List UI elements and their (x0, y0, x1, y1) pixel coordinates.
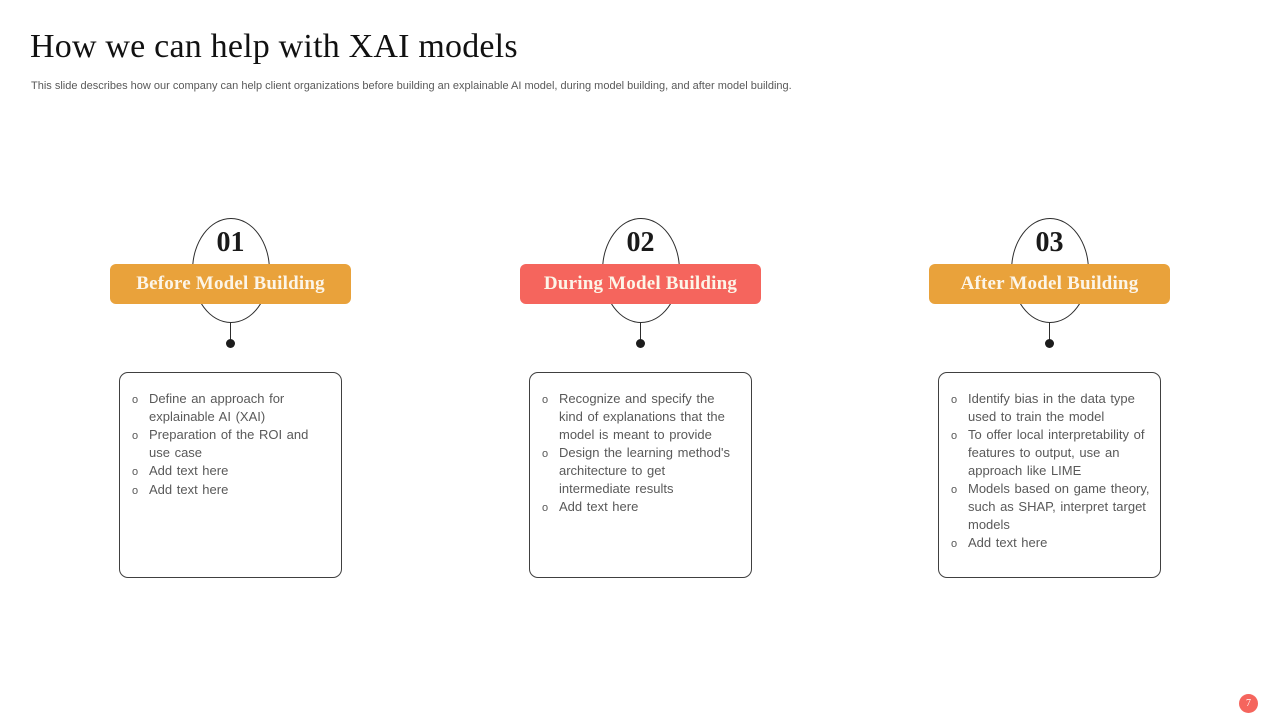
bullet-marker: o (542, 448, 549, 460)
step-number: 01 (216, 227, 245, 258)
bullet-marker: o (951, 394, 958, 406)
bullet-text: Identify bias in the data type used to t… (968, 391, 1135, 424)
bullet-marker: o (951, 430, 958, 442)
content-box: o Identify bias in the data type used to … (938, 372, 1161, 578)
process-column: 02 During Model Building o Recognize and … (520, 205, 761, 585)
bullet-marker: o (542, 502, 549, 514)
connector-line (1048, 322, 1051, 345)
bullet-text: Models based on game theory, such as SHA… (968, 481, 1150, 532)
process-column: 03 After Model Building o Identify bias i… (929, 205, 1170, 585)
bullet-item: o To offer local interpretability of feat… (951, 426, 1150, 480)
bullet-item: o Preparation of the ROI and use case (132, 426, 331, 462)
bullet-text: Define an approach for explainable AI (X… (149, 391, 285, 424)
bullet-list: o Identify bias in the data type used to … (951, 390, 1150, 553)
bullet-marker: o (132, 430, 139, 442)
bullet-marker: o (542, 394, 549, 406)
process-column: 01 Before Model Building o Define an appr… (110, 205, 351, 585)
bullet-text: Preparation of the ROI and use case (149, 427, 309, 460)
bullet-marker: o (951, 484, 958, 496)
bullet-item: o Identify bias in the data type used to … (951, 390, 1150, 426)
connector-dot (1045, 339, 1054, 348)
bullet-marker: o (132, 394, 139, 406)
bullet-marker: o (132, 466, 139, 478)
step-banner: After Model Building (929, 264, 1170, 304)
bullet-item: o Models based on game theory, such as SH… (951, 480, 1150, 534)
bullet-text: To offer local interpretability of featu… (968, 427, 1145, 478)
step-number: 02 (626, 227, 655, 258)
connector-line (229, 322, 232, 345)
bullet-marker: o (132, 485, 139, 497)
step-banner: During Model Building (520, 264, 761, 304)
bullet-item: o Recognize and specify the kind of expla… (542, 390, 741, 444)
bullet-text: Add text here (559, 499, 639, 514)
bullet-item: o Add text here (951, 534, 1150, 553)
connector-dot (226, 339, 235, 348)
bullet-list: o Define an approach for explainable AI (… (132, 390, 331, 500)
bullet-item: o Add text here (132, 481, 331, 500)
bullet-text: Add text here (149, 463, 229, 478)
bullet-item: o Define an approach for explainable AI (… (132, 390, 331, 426)
bullet-item: o Add text here (542, 498, 741, 517)
bullet-item: o Design the learning method's architectu… (542, 444, 741, 498)
connector-line (639, 322, 642, 345)
bullet-marker: o (951, 538, 958, 550)
connector-dot (636, 339, 645, 348)
content-box: o Define an approach for explainable AI (… (119, 372, 342, 578)
content-box: o Recognize and specify the kind of expla… (529, 372, 752, 578)
bullet-text: Design the learning method's architectur… (559, 445, 730, 496)
step-banner: Before Model Building (110, 264, 351, 304)
bullet-text: Recognize and specify the kind of explan… (559, 391, 725, 442)
page-title: How we can help with XAI models (30, 28, 518, 65)
bullet-text: Add text here (968, 535, 1048, 550)
bullet-text: Add text here (149, 482, 229, 497)
slide-subtitle: This slide describes how our company can… (31, 80, 792, 92)
step-number: 03 (1035, 227, 1064, 258)
page-number-badge: 7 (1239, 694, 1258, 713)
bullet-list: o Recognize and specify the kind of expla… (542, 390, 741, 517)
bullet-item: o Add text here (132, 462, 331, 481)
